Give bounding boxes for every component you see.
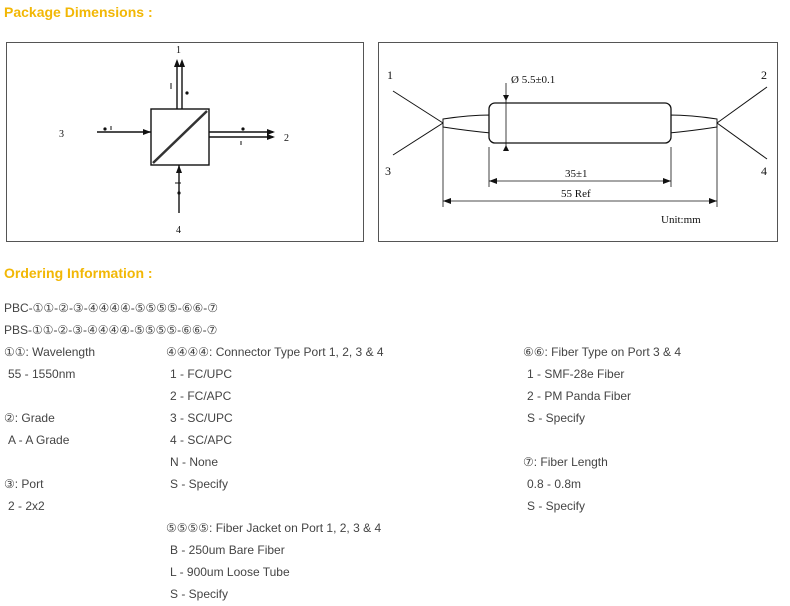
grade-label: ②: Grade [4, 411, 55, 425]
fiber-jacket-option: L - 900um Loose Tube [170, 565, 290, 579]
package-dimensions-heading: Package Dimensions : [4, 4, 153, 20]
fiber-type-label: ⑥⑥: Fiber Type on Port 3 & 4 [523, 345, 682, 359]
device-body [488, 102, 672, 144]
order-code-pbs: PBS-①①-②-③-④④④④-⑤⑤⑤⑤-⑥⑥-⑦ [4, 323, 218, 337]
ordering-information-heading: Ordering Information : [4, 265, 153, 281]
port-1-arrow-2 [179, 59, 185, 67]
port-4-label: 4 [176, 225, 181, 236]
port-option: 2 - 2x2 [8, 499, 45, 513]
grade-option: A - A Grade [8, 433, 70, 447]
polarization-dot [103, 127, 107, 131]
fiber-length-label: ⑦: Fiber Length [523, 455, 608, 469]
diameter-arrow [503, 95, 509, 101]
connector-option: 1 - FC/UPC [170, 367, 233, 381]
fiber-type-option: 1 - SMF-28e Fiber [527, 367, 625, 381]
dim-arrow [709, 198, 717, 204]
fiber-length-option: S - Specify [527, 499, 586, 513]
port-2-label: 2 [284, 133, 289, 144]
port-2-label: 2 [761, 68, 767, 82]
diameter-label: Ø 5.5±0.1 [511, 74, 555, 86]
wavelength-option: 55 - 1550nm [8, 367, 76, 381]
connector-option: 2 - FC/APC [170, 389, 232, 403]
port-4-arrow [176, 165, 182, 173]
port-3-arrow [143, 129, 151, 135]
polarization-dot [241, 127, 245, 131]
diameter-arrow [503, 145, 509, 151]
port-3-label: 3 [59, 129, 64, 140]
port-4-label: 4 [761, 164, 767, 178]
dim-arrow [489, 178, 497, 184]
connector-option: 4 - SC/APC [170, 433, 233, 447]
fiber-1 [392, 90, 444, 124]
total-length-label: 55 Ref [561, 188, 591, 200]
fiber-4 [716, 122, 768, 160]
dim-arrow [663, 178, 671, 184]
fiber-3 [392, 122, 444, 156]
port-1-label: 1 [387, 68, 393, 82]
connector-option: S - Specify [170, 477, 229, 491]
fiber-jacket-option: S - Specify [170, 587, 229, 601]
fiber-type-option: 2 - PM Panda Fiber [527, 389, 632, 403]
pbc-schematic-panel: 1 3 2 4 [6, 42, 364, 242]
port-3-label: 3 [385, 164, 391, 178]
splitter-diagonal [152, 110, 208, 164]
polarization-dot [177, 191, 181, 195]
port-1-label: 1 [176, 45, 181, 56]
port-label: ③: Port [4, 477, 44, 491]
fiber-2 [716, 86, 768, 124]
right-boot [668, 114, 718, 134]
connector-option: N - None [170, 455, 219, 469]
connector-type-label: ④④④④: Connector Type Port 1, 2, 3 & 4 [166, 345, 384, 359]
order-code-pbc: PBC-①①-②-③-④④④④-⑤⑤⑤⑤-⑥⑥-⑦ [4, 301, 219, 315]
package-dimension-drawing: Ø 5.5±0.1 35±1 55 Ref 1 2 3 4 Unit:mm [385, 68, 768, 226]
port-1-arrow [174, 59, 180, 67]
package-dimension-panel: Ø 5.5±0.1 35±1 55 Ref 1 2 3 4 Unit:mm [378, 42, 778, 242]
fiber-length-option: 0.8 - 0.8m [527, 477, 582, 491]
port-2-arrow [267, 129, 275, 135]
port-2-arrow-2 [267, 134, 275, 140]
connector-option: 3 - SC/UPC [170, 411, 233, 425]
unit-label: Unit:mm [661, 214, 701, 226]
pbc-schematic-drawing: 1 3 2 4 [59, 45, 289, 236]
fiber-type-option: S - Specify [527, 411, 586, 425]
left-boot [442, 114, 492, 134]
polarization-dot [185, 91, 189, 95]
body-length-label: 35±1 [565, 168, 588, 180]
fiber-jacket-option: B - 250um Bare Fiber [170, 543, 285, 557]
fiber-jacket-label: ⑤⑤⑤⑤: Fiber Jacket on Port 1, 2, 3 & 4 [166, 521, 382, 535]
dim-arrow [443, 198, 451, 204]
wavelength-label: ①①: Wavelength [4, 345, 96, 359]
